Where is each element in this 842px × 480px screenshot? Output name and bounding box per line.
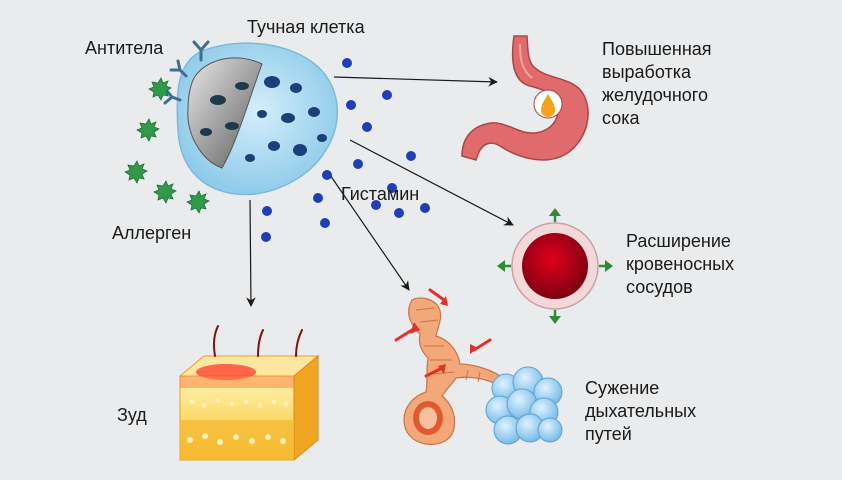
histamine-molecule-icon [261, 58, 430, 242]
blood-vessel-icon [497, 208, 613, 324]
mast-cell-label: Тучная клетка [247, 17, 365, 37]
arrow-to-airways [327, 171, 410, 291]
histamine-label: Гистамин [341, 184, 420, 204]
arrow-to-skin [246, 199, 256, 307]
gastric-label: Повышенная выработка желудочного сока [602, 39, 712, 128]
arrow-to-stomach [333, 76, 498, 87]
vessels-label: Расширение кровеносных сосудов [626, 231, 735, 297]
skin-icon [178, 325, 320, 462]
mast-cell-icon [176, 42, 339, 196]
allergen-icon [124, 77, 210, 214]
antibody-icon [163, 40, 210, 105]
bronchi-icon [394, 288, 563, 445]
arrow-to-vessels [349, 139, 514, 226]
itch-label: Зуд [117, 405, 147, 425]
stomach-icon [461, 35, 589, 161]
arrows [246, 76, 514, 307]
antibodies-label: Антитела [85, 38, 164, 58]
airways-label: Сужение дыхательных путей [585, 378, 697, 444]
allergen-label: Аллерген [112, 223, 192, 243]
